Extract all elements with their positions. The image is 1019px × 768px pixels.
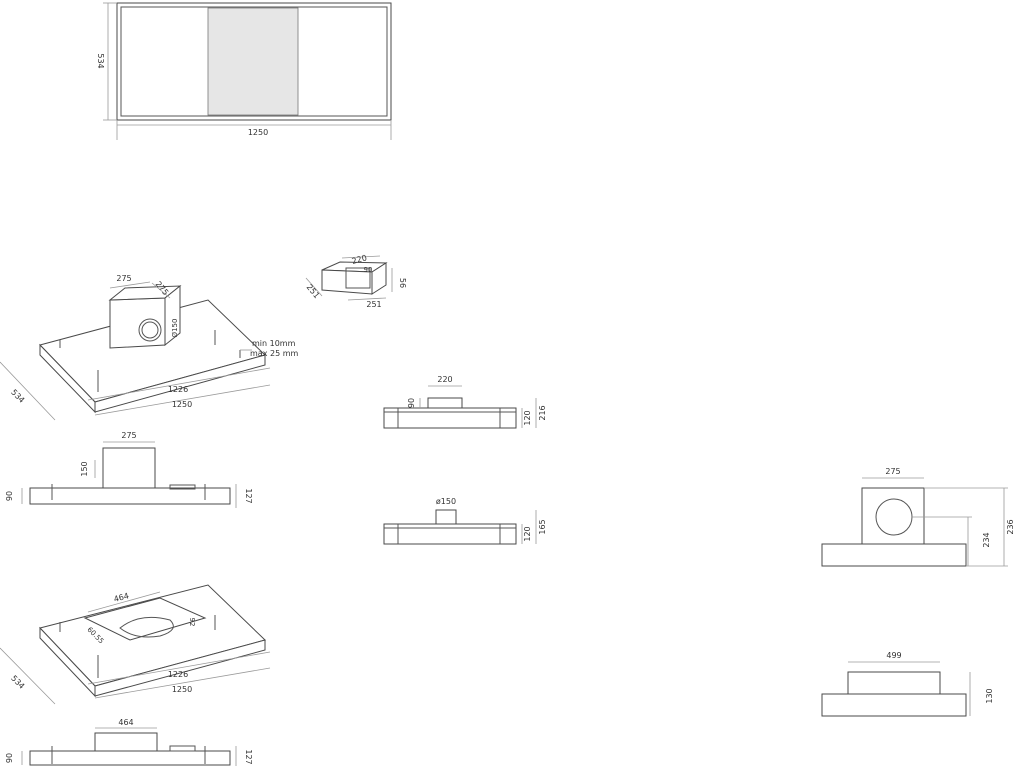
front-duct-box xyxy=(102,447,156,491)
top-view: 1250 534 xyxy=(96,2,392,140)
right-bottom-base xyxy=(821,693,967,717)
small-box-side xyxy=(371,262,387,295)
front-filter-w-label: 464 xyxy=(118,718,133,727)
side-220-body-label: 120 xyxy=(523,410,532,425)
right-bottom-view: 499 130 xyxy=(821,651,994,717)
iso-filter-opening xyxy=(119,616,174,638)
top-view-inner xyxy=(120,6,388,117)
side-220-top-label: 220 xyxy=(437,375,452,384)
iso-filter-plate xyxy=(83,597,207,641)
iso-filter-left-label: 534 xyxy=(9,674,26,691)
iso-duct-box-w-label: 275 xyxy=(116,274,131,283)
right-top-box xyxy=(861,487,925,545)
small-box-top-w-label: 220 xyxy=(351,253,368,266)
front-duct-box-h-label: 150 xyxy=(80,461,89,476)
iso-filter-inner-label: 1226 xyxy=(168,670,188,679)
iso-filter-depth-label: 92 xyxy=(188,618,196,627)
iso-filter-view: 464 92 60.55 1226 1250 534 xyxy=(0,584,271,705)
side-220-view: 220 90 120 216 xyxy=(383,375,547,429)
iso-duct-pipe-label: Ø150 xyxy=(171,319,179,338)
front-duct-total-h-label: 127 xyxy=(244,488,253,503)
top-view-depth-label: 534 xyxy=(96,53,105,68)
side-220-collar xyxy=(427,397,463,409)
iso-duct-pipe xyxy=(138,318,162,342)
side-220-body xyxy=(383,407,517,429)
right-top-view: 275 234 236 xyxy=(821,467,1015,567)
iso-duct-gap-min-label: min 10mm xyxy=(252,339,296,348)
front-duct-body xyxy=(29,487,231,505)
right-top-base xyxy=(821,543,967,567)
iso-duct-box-front xyxy=(109,297,166,349)
right-bottom-w-label: 499 xyxy=(886,651,901,660)
side-150-view: ø150 120 165 xyxy=(383,497,547,545)
right-top-w-label: 275 xyxy=(885,467,900,476)
front-filter-base-h-label: 90 xyxy=(5,753,14,763)
right-bottom-filter xyxy=(847,671,941,695)
side-150-pipe xyxy=(435,509,457,525)
front-duct-box-w-label: 275 xyxy=(121,431,136,440)
side-150-total-label: 165 xyxy=(538,519,547,534)
iso-duct-view: 275 275 Ø150 min 10mm max 25 mm 1226 125… xyxy=(0,274,298,421)
small-box-bottom-label: 251 xyxy=(366,300,381,309)
iso-duct-box-side xyxy=(164,284,181,347)
side-150-body xyxy=(383,523,517,545)
side-220-collar-label: 90 xyxy=(407,398,416,408)
iso-duct-outer-label: 1250 xyxy=(172,400,192,409)
side-150-pipe-label: ø150 xyxy=(436,497,456,506)
front-filter-total-h-label: 127 xyxy=(244,749,253,764)
side-150-body-label: 120 xyxy=(523,526,532,541)
small-box-view: 220 90 56 251 251 xyxy=(305,253,407,309)
front-filter-body xyxy=(29,750,231,766)
iso-duct-inner-label: 1226 xyxy=(168,385,188,394)
small-box-side-label: 251 xyxy=(305,283,322,300)
iso-filter-top-label: 464 xyxy=(113,591,130,604)
iso-duct-depth-label: 534 xyxy=(9,388,26,405)
right-top-inner-h-label: 234 xyxy=(982,532,991,547)
front-duct-view: 275 150 90 127 xyxy=(5,431,253,508)
small-box-top-d-label: 90 xyxy=(364,266,373,274)
right-top-total-h-label: 236 xyxy=(1006,519,1015,534)
top-view-width-label: 1250 xyxy=(248,128,268,137)
side-220-total-label: 216 xyxy=(538,405,547,420)
front-filter-box xyxy=(94,732,158,752)
iso-duct-gap-max-label: max 25 mm xyxy=(250,349,298,358)
front-filter-view: 464 90 127 xyxy=(5,718,253,766)
small-box-h-label: 56 xyxy=(398,278,407,288)
front-duct-base-h-label: 90 xyxy=(5,491,14,501)
right-bottom-h-label: 130 xyxy=(985,688,994,703)
iso-filter-outer-label: 1250 xyxy=(172,685,192,694)
top-view-filter-panel xyxy=(207,7,299,116)
